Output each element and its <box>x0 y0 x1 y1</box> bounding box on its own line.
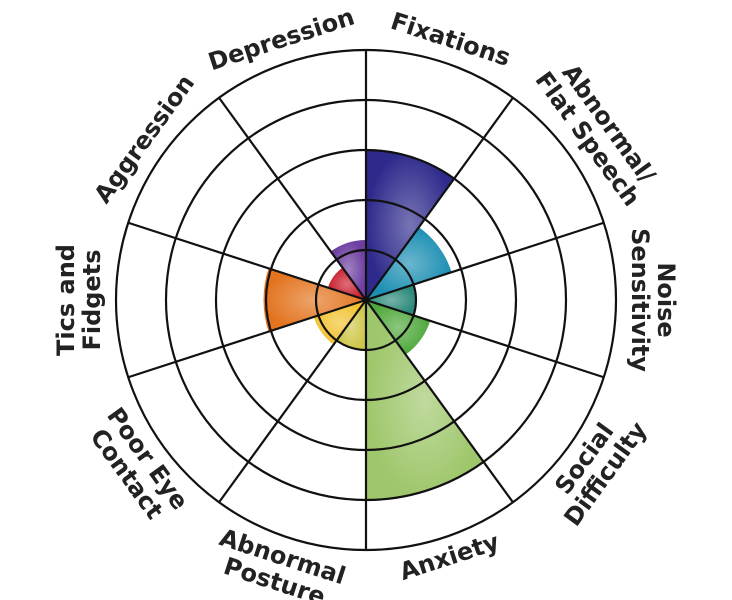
grid-spoke <box>365 299 514 503</box>
category-label-aggression: Aggression <box>89 69 201 208</box>
category-label-text: Aggression <box>89 69 201 208</box>
wedge-sheen-abnormal-posture <box>336 300 366 350</box>
wedge-sheen-aggression <box>327 267 366 300</box>
category-label-tics-and-fidgets: Tics andFidgets <box>52 244 106 356</box>
wedge-sheen-noise-sensitivity <box>366 284 416 316</box>
grid-spoke <box>365 221 605 302</box>
wedge-layer <box>263 150 484 500</box>
category-label-text: SocialDifficulty <box>537 401 652 531</box>
category-label-fixations: Fixations <box>387 7 513 72</box>
category-label-line: Fixations <box>387 7 513 72</box>
category-label-line: Noise <box>652 262 680 337</box>
wedge-sheen-fixations <box>366 150 455 300</box>
grid-spoke <box>365 298 605 379</box>
grid-layer <box>114 48 618 552</box>
grid-spoke <box>218 97 367 301</box>
category-label-text: Poor EyeContact <box>80 402 194 530</box>
category-label-noise-sensitivity: NoiseSensitivity <box>626 228 680 372</box>
wedge-sheen-depression <box>330 240 366 300</box>
category-label-line: Sensitivity <box>626 228 654 372</box>
category-label-line: Aggression <box>89 69 201 208</box>
category-label-poor-eye-contact: Poor EyeContact <box>80 402 194 530</box>
grid-spoke <box>127 221 367 302</box>
category-label-text: NoiseSensitivity <box>626 228 680 372</box>
grid-spoke <box>127 298 367 379</box>
wedge-sheen-social-difficulty <box>366 300 431 355</box>
category-label-line: Tics and <box>52 244 80 356</box>
wedge-sheen-poor-eye-contact <box>313 300 366 345</box>
wedge-sheen-abnormal-flat-speech <box>366 227 452 300</box>
wedge-sheen-tics-and-fidgets <box>263 268 366 332</box>
grid-spoke <box>365 97 514 301</box>
category-label-text: Fixations <box>387 7 513 72</box>
grid-spoke <box>218 299 367 503</box>
category-label-line: Fidgets <box>78 249 106 350</box>
category-label-text: Tics andFidgets <box>52 244 106 356</box>
wedge-sheen-anxiety <box>366 300 484 500</box>
category-label-social-difficulty: SocialDifficulty <box>537 401 652 531</box>
